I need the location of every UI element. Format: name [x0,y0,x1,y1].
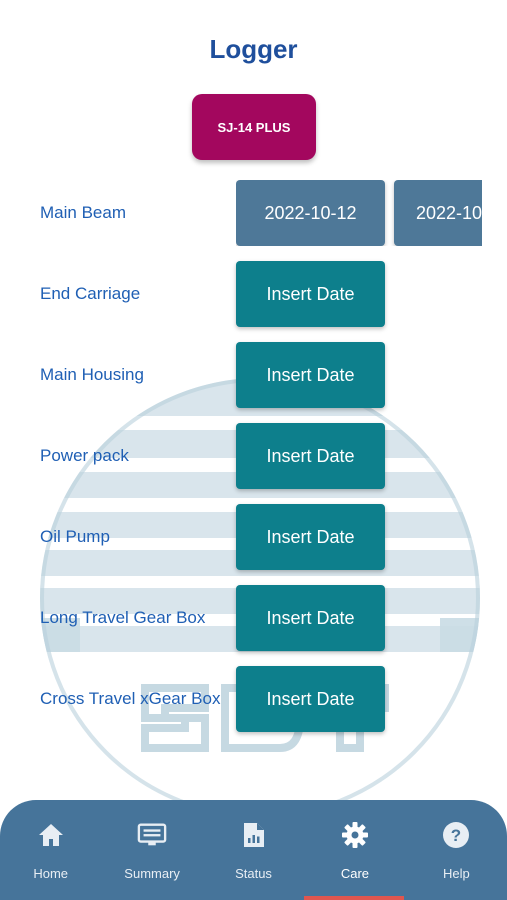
model-button[interactable]: SJ-14 PLUS [192,94,316,160]
tab-label: Help [442,866,470,881]
insert-date-button[interactable]: Insert Date [236,423,385,489]
component-label: Oil Pump [40,527,110,546]
svg-text:?: ? [451,826,461,845]
bottom-tab-bar: Home Summary Status [0,800,507,900]
tab-summary[interactable]: Summary [101,800,202,900]
component-row-long-travel-gear-box: Long Travel Gear Box Insert Date [0,585,507,651]
component-row-main-housing: Main Housing Insert Date [0,342,507,408]
active-tab-indicator [304,896,404,900]
tab-help[interactable]: ? Help [406,800,507,900]
home-icon [36,820,66,850]
status-icon [239,820,269,850]
gear-icon [340,820,370,850]
component-label: Main Housing [40,365,144,384]
help-icon: ? [441,820,471,850]
logged-date-button[interactable]: 2022-10-12 [236,180,385,246]
tab-label: Home [33,866,69,881]
logged-date-button[interactable]: 2022-10-12 [394,180,482,246]
tab-care[interactable]: Care [304,800,405,900]
insert-date-button[interactable]: Insert Date [236,666,385,732]
tab-status[interactable]: Status [203,800,304,900]
insert-date-button[interactable]: Insert Date [236,261,385,327]
component-row-end-carriage: End Carriage Insert Date [0,261,507,327]
page-title: Logger [209,34,298,64]
component-row-main-beam: Main Beam 2022-10-12 2022-10-12 [0,180,507,246]
insert-date-button[interactable]: Insert Date [236,342,385,408]
insert-date-button[interactable]: Insert Date [236,585,385,651]
tab-label: Status [235,866,272,881]
tab-label: Summary [124,866,180,881]
date-history-strip[interactable]: 2022-10-12 2022-10-12 [236,180,482,246]
component-row-oil-pump: Oil Pump Insert Date [0,504,507,570]
tab-label: Care [340,866,370,881]
component-row-cross-travel-gear-box: Cross Travel xGear Box Insert Date [0,666,507,732]
component-row-power-pack: Power pack Insert Date [0,423,507,489]
component-label: Power pack [40,446,129,465]
component-label: End Carriage [40,284,141,303]
component-label: Cross Travel xGear Box [40,689,221,708]
insert-date-button[interactable]: Insert Date [236,504,385,570]
summary-icon [137,820,167,850]
component-label: Long Travel Gear Box [40,608,206,627]
component-label: Main Beam [40,203,126,222]
tab-home[interactable]: Home [0,800,101,900]
